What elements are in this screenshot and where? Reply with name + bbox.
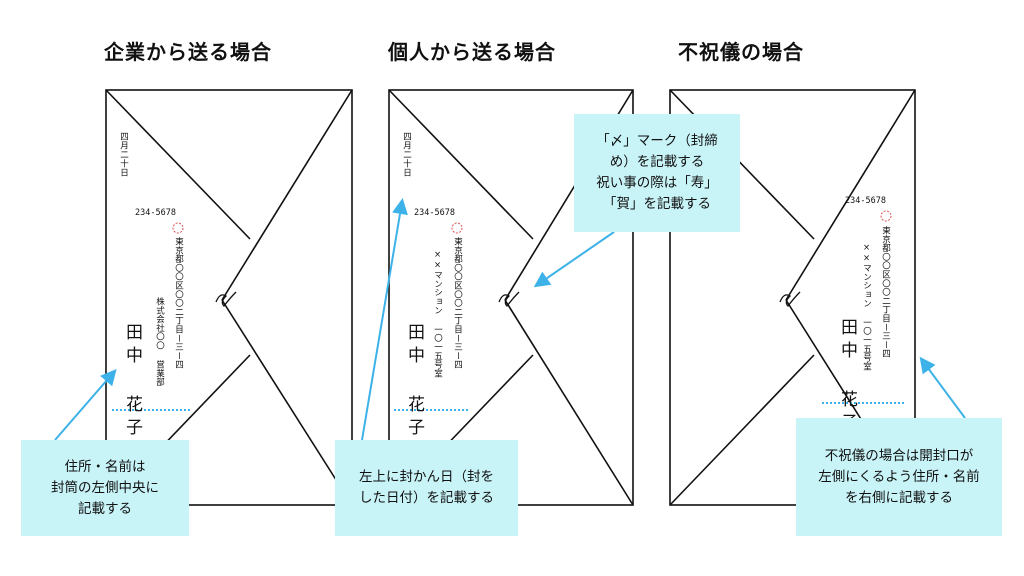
seal-date-corporate: 四月二十日 — [118, 132, 129, 177]
title-personal: 個人から送る場合 — [388, 40, 556, 64]
arrow-condolence — [919, 356, 966, 419]
callout-name-position: 住所・名前は 封筒の左側中央に 記載する — [21, 440, 189, 536]
postmark-circle-condolence — [880, 210, 892, 222]
building-condolence: ××マンション 一〇一五号室 — [861, 243, 872, 371]
callout-seal-date-text: 左上に封かん日（封を した日付）を記載する — [359, 469, 494, 506]
arrow-name-position — [54, 368, 117, 441]
callout-seal-mark: 「〆」マーク（封締 め）を記載する 祝い事の際は「寿」 「賀」を記載する — [574, 114, 740, 232]
callout-name-position-text: 住所・名前は 封筒の左側中央に 記載する — [51, 458, 159, 517]
address-corporate: 東京都〇〇区〇〇二丁目ー三ー四 — [173, 237, 184, 369]
company-corporate: 株式会社〇〇 営業部 — [154, 297, 165, 387]
building-personal: ××マンション 一〇一五号室 — [432, 250, 443, 378]
title-condolence: 不祝儀の場合 — [678, 40, 804, 64]
postal-code-personal: 234-5678 — [414, 208, 455, 218]
postmark-circle-personal — [451, 222, 463, 234]
callout-condolence-text: 不祝儀の場合は開封口が 左側にくるよう住所・名前 を右側に記載する — [818, 447, 980, 506]
recipient-name-corporate: 田中 花子 — [122, 323, 142, 441]
title-corporate: 企業から送る場合 — [104, 40, 272, 64]
seal-date-personal: 四月二十日 — [401, 132, 412, 177]
address-personal: 東京都〇〇区〇〇二丁目ー三ー四 — [452, 237, 463, 369]
arrow-seal-date — [361, 198, 408, 441]
recipient-name-condolence: 田中 花子 — [837, 318, 857, 436]
callout-seal-date: 左上に封かん日（封を した日付）を記載する — [335, 440, 518, 536]
callout-seal-mark-text: 「〆」マーク（封締 め）を記載する 祝い事の際は「寿」 「賀」を記載する — [596, 133, 718, 212]
postal-code-condolence: 234-5678 — [845, 196, 886, 206]
postmark-circle-corporate — [172, 222, 184, 234]
address-condolence: 東京都〇〇区〇〇二丁目ー三ー四 — [880, 226, 891, 358]
callout-condolence: 不祝儀の場合は開封口が 左側にくるよう住所・名前 を右側に記載する — [796, 418, 1002, 536]
postal-code-corporate: 234-5678 — [135, 208, 176, 218]
arrow-seal-mark — [533, 231, 615, 288]
recipient-name-personal: 田中 花子 — [404, 323, 424, 441]
